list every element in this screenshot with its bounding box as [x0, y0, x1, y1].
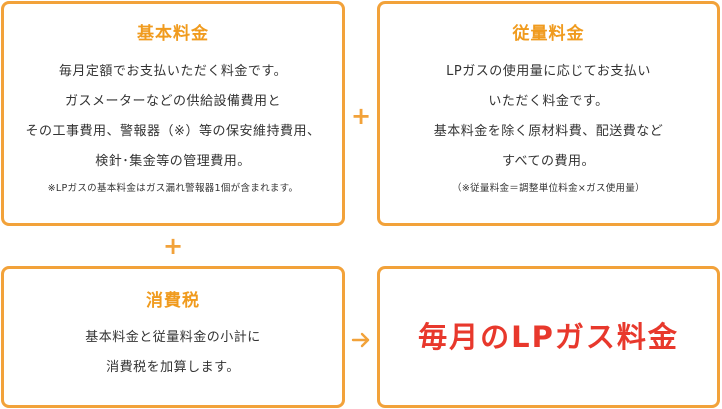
usage-fee-title: 従量料金 [512, 24, 585, 44]
usage-fee-line: 基本料金を除く原材料費、配送費など [433, 124, 664, 139]
basic-fee-description: 毎月定額でお支払いただく料金です。 ガスメーターなどの供給設備費用と その工事費… [4, 57, 342, 177]
usage-fee-line: いただく料金です。 [488, 94, 609, 109]
basic-fee-note: ※LPガスの基本料金はガス漏れ警報器1個が含まれます。 [47, 183, 299, 194]
basic-fee-card: 基本料金 毎月定額でお支払いただく料金です。 ガスメーターなどの供給設備費用と … [1, 1, 345, 226]
basic-fee-line: その工事費用、警報器（※）等の保安維持費用、 [25, 124, 321, 139]
usage-fee-note: （※従量料金＝調整単位料金×ガス使用量） [452, 183, 645, 194]
plus-icon: + [350, 102, 372, 130]
consumption-tax-card: 消費税 基本料金と従量料金の小計に 消費税を加算します。 [1, 266, 345, 408]
usage-fee-card: 従量料金 LPガスの使用量に応じてお支払い いただく料金です。 基本料金を除く原… [377, 1, 720, 226]
monthly-total-label: 毎月のLPガス料金 [418, 320, 679, 354]
consumption-tax-title: 消費税 [146, 291, 200, 311]
consumption-tax-line: 消費税を加算します。 [106, 360, 240, 375]
plus-icon: + [162, 232, 184, 260]
arrow-right-icon [351, 332, 370, 348]
usage-fee-description: LPガスの使用量に応じてお支払い いただく料金です。 基本料金を除く原材料費、配… [380, 57, 717, 177]
basic-fee-line: 毎月定額でお支払いただく料金です。 [58, 64, 288, 79]
monthly-total-card: 毎月のLPガス料金 [377, 266, 720, 408]
usage-fee-line: LPガスの使用量に応じてお支払い [446, 64, 651, 79]
basic-fee-line: 検針･集金等の管理費用。 [95, 154, 251, 169]
consumption-tax-line: 基本料金と従量料金の小計に [85, 330, 261, 345]
consumption-tax-description: 基本料金と従量料金の小計に 消費税を加算します。 [4, 323, 342, 383]
usage-fee-line: すべての費用。 [501, 154, 596, 169]
basic-fee-title: 基本料金 [137, 24, 209, 44]
basic-fee-line: ガスメーターなどの供給設備費用と [64, 94, 281, 109]
